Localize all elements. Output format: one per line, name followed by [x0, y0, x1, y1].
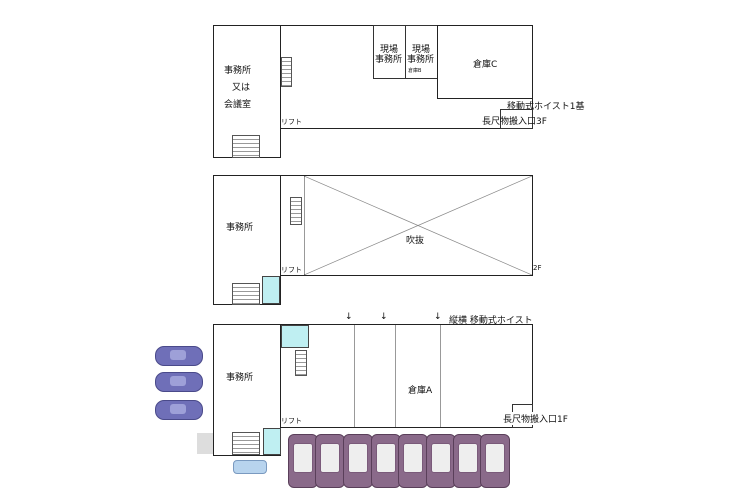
1f-warehouse-a-label: 倉庫A	[408, 386, 433, 396]
3f-office-label-2: 又は	[232, 83, 251, 93]
2f-atrium	[280, 175, 533, 276]
3f-office-label-3: 会議室	[224, 100, 252, 110]
1f-hoist-label: 縦横 移動式ホイスト	[449, 316, 533, 326]
2f-atrium-label: 吹抜	[406, 233, 425, 246]
1f-stairs	[295, 350, 307, 376]
3f-long-entry-box	[500, 109, 533, 129]
1f-office-label: 事務所	[226, 373, 254, 383]
3f-office-label-1: 事務所	[224, 66, 252, 76]
parked-car-icon	[155, 346, 203, 366]
small-car-icon	[233, 460, 267, 474]
1f-arrow-1: ↓	[345, 312, 353, 322]
1f-warehouse-a	[280, 324, 533, 428]
2f-stairs	[290, 197, 302, 225]
truck-icon	[288, 434, 318, 488]
3f-warehouse-c	[437, 25, 533, 99]
3f-site-office-1-label: 現場	[380, 45, 399, 55]
3f-lift-label: リフト	[281, 118, 302, 126]
2f-stairs-lower	[232, 283, 260, 305]
2f-lift-label: リフト	[281, 266, 302, 274]
1f-long-entry-label: 長尺物搬入口1F	[503, 412, 568, 425]
2f-restroom	[262, 276, 280, 304]
3f-hoist-label: 移動式ホイスト1基	[507, 102, 585, 112]
parked-car-icon	[155, 400, 203, 420]
truck-icon	[371, 434, 401, 488]
3f-small-room-label: 倉庫B	[408, 68, 422, 74]
truck-icon	[480, 434, 510, 488]
2f-office-label: 事務所	[226, 223, 254, 233]
truck-icon	[315, 434, 345, 488]
1f-arrow-3: ↓	[434, 312, 442, 322]
1f-partition-2	[395, 325, 396, 427]
3f-long-entry-label: 長尺物搬入口3F	[482, 117, 547, 127]
truck-icon	[343, 434, 373, 488]
1f-lift-label: リフト	[281, 417, 302, 425]
3f-stairs-lower	[232, 135, 260, 158]
1f-entrance	[197, 433, 213, 454]
1f-arrow-2: ↓	[380, 312, 388, 322]
1f-partition-3	[440, 325, 441, 427]
3f-stairs	[281, 57, 292, 87]
2f-atrium-cross	[304, 176, 532, 275]
3f-site-office-1-label2: 事務所	[375, 55, 403, 65]
1f-partition-1	[354, 325, 355, 427]
truck-icon	[398, 434, 428, 488]
2f-floor-label: 2F	[533, 264, 542, 272]
truck-icon	[453, 434, 483, 488]
3f-site-office-2-label: 現場	[412, 45, 431, 55]
parked-car-icon	[155, 372, 203, 392]
1f-restroom	[281, 325, 309, 348]
3f-warehouse-c-label: 倉庫C	[473, 60, 498, 70]
1f-stairs-lower	[232, 432, 260, 455]
1f-restroom-2	[263, 428, 281, 455]
truck-icon	[426, 434, 456, 488]
3f-site-office-2-label2: 事務所	[407, 55, 435, 65]
